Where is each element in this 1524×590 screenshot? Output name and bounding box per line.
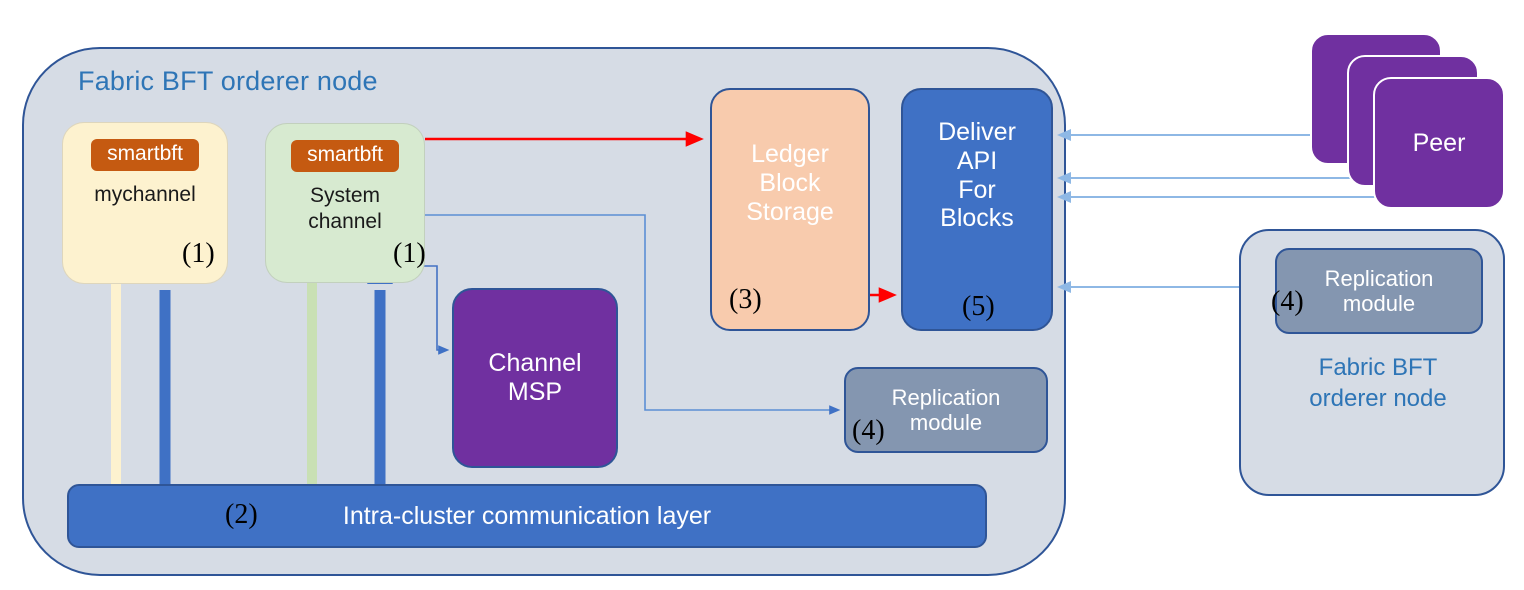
- replication-inner-label-line2: module: [909, 410, 983, 435]
- ledger-label-line1: Ledger: [751, 140, 829, 168]
- deliver-api-label-line3: For: [958, 175, 996, 204]
- system-channel-label-line2: channel: [308, 210, 382, 234]
- step-label-1-system-channel: (1): [393, 238, 426, 269]
- deliver-api-label-line4: Blocks: [940, 204, 1014, 233]
- step-label-4-replication-inner: (4): [852, 415, 885, 446]
- mychannel-label: mychannel: [94, 183, 196, 207]
- intra-cluster-communication-layer[interactable]: Intra-cluster communication layer: [67, 484, 987, 548]
- channel-msp-label-line1: Channel: [488, 349, 582, 378]
- system-channel-card[interactable]: smartbft System channel: [265, 123, 425, 283]
- deliver-api-label-line2: API: [956, 146, 998, 175]
- step-label-4-replication-second: (4): [1271, 286, 1304, 317]
- smartbft-badge: smartbft: [91, 139, 199, 172]
- step-label-1-mychannel: (1): [182, 238, 215, 269]
- system-channel-label-line1: System: [309, 184, 380, 208]
- step-label-2-intra-cluster: (2): [225, 499, 258, 530]
- step-label-3-ledger: (3): [729, 284, 762, 315]
- channel-msp-block[interactable]: Channel MSP: [452, 288, 618, 468]
- deliver-api-block[interactable]: Deliver API For Blocks: [901, 88, 1053, 331]
- smartbft-badge: smartbft: [291, 140, 399, 173]
- replication-module-inner-block[interactable]: Replication module: [844, 367, 1048, 453]
- mychannel-card[interactable]: smartbft mychannel: [62, 122, 228, 284]
- replication-second-label-line2: module: [1342, 291, 1416, 316]
- replication-inner-label-line1: Replication: [891, 384, 1001, 410]
- peer-card-front[interactable]: Peer: [1373, 77, 1505, 209]
- second-node-title-line2: orderer node: [1309, 385, 1447, 413]
- peer-front-label: Peer: [1412, 128, 1466, 157]
- replication-second-label-line1: Replication: [1324, 265, 1434, 291]
- second-node-title-line1: Fabric BFT: [1318, 354, 1438, 381]
- intra-cluster-label: Intra-cluster communication layer: [342, 501, 712, 530]
- deliver-api-label-line1: Deliver: [938, 118, 1016, 146]
- step-label-5-deliver-api: (5): [962, 291, 995, 322]
- channel-msp-label-line2: MSP: [507, 378, 563, 406]
- second-node-title: Fabric BFT orderer node: [1283, 352, 1473, 414]
- ledger-label-line3: Storage: [746, 197, 834, 226]
- ledger-block-storage-block[interactable]: Ledger Block Storage: [710, 88, 870, 331]
- ledger-label-line2: Block: [759, 168, 821, 197]
- main-node-title: Fabric BFT orderer node: [78, 66, 378, 96]
- replication-module-second-block[interactable]: Replication module: [1275, 248, 1483, 334]
